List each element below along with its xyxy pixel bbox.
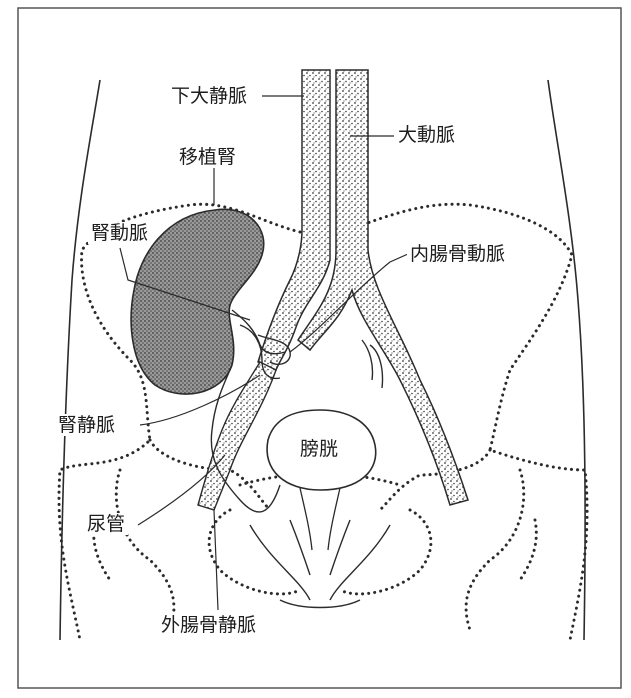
label-ureter: 尿管 bbox=[84, 513, 128, 535]
label-renal-artery: 腎動脈 bbox=[88, 222, 151, 244]
internal-iliac-artery-branch bbox=[362, 340, 383, 388]
label-transplant-kidney: 移植腎 bbox=[176, 146, 239, 168]
label-internal-iliac-artery: 内腸骨動脈 bbox=[407, 243, 508, 265]
bladder-neck bbox=[300, 488, 340, 550]
label-external-iliac-vein: 外腸骨静脈 bbox=[158, 614, 259, 636]
transplant-kidney bbox=[131, 209, 264, 394]
label-aorta: 大動脈 bbox=[395, 124, 458, 146]
label-bladder: 膀胱 bbox=[297, 438, 341, 460]
body-outline-left bbox=[60, 80, 100, 640]
label-renal-vein: 腎静脈 bbox=[55, 414, 118, 436]
label-ivc: 下大静脈 bbox=[168, 85, 250, 107]
body-outline-right bbox=[548, 80, 585, 640]
